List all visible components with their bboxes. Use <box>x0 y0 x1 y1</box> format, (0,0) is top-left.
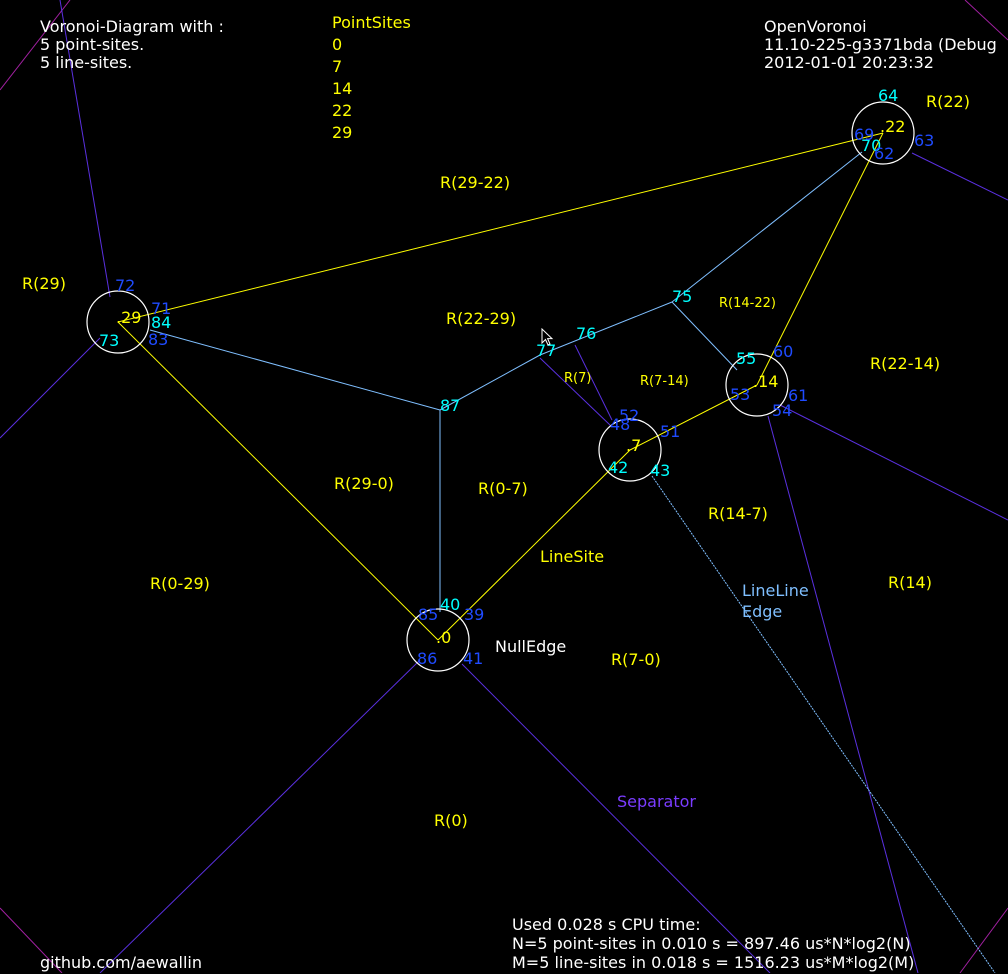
site-label-29: .29 <box>116 308 141 327</box>
timing-info: Used 0.028 s CPU time: N=5 point-sites i… <box>512 914 1008 974</box>
vertex-label: 39 <box>464 605 484 624</box>
vertex-label: 84 <box>151 313 171 332</box>
vertex-label: 86 <box>417 649 437 668</box>
site-circle-22[interactable] <box>851 101 915 165</box>
vertex-label: 77 <box>536 341 556 360</box>
region-labels: R(29-22) R(29) R(22-29) R(7) R(7-14) R(1… <box>22 92 970 830</box>
line-line-edges <box>149 151 996 973</box>
region-label: R(29) <box>22 274 66 293</box>
vertex-label: 54 <box>772 401 792 420</box>
site-label-14: .14 <box>753 372 778 391</box>
vertex-label: 73 <box>99 331 119 350</box>
site-labels: .0 .7 .14 .22 .29 <box>116 117 905 647</box>
site-circles <box>86 101 915 672</box>
point-sites-title: PointSites <box>332 13 411 32</box>
line-line-edge-label: LineLine <box>742 581 809 600</box>
vertex-label: 69 <box>854 125 874 144</box>
version-info: OpenVoronoi 11.10-225-g3371bda (Debug 20… <box>764 16 1008 74</box>
vertex-label: 63 <box>914 131 934 150</box>
vertex-labels-cyan: 64 70 84 73 87 77 76 75 55 42 43 40 <box>99 86 898 614</box>
site-label-0: .0 <box>436 628 451 647</box>
vertex-label: 48 <box>610 415 630 434</box>
site-label-22: .22 <box>880 117 905 136</box>
vertex-label: 83 <box>148 330 168 349</box>
vertex-label: 70 <box>861 136 881 155</box>
region-label: R(14-7) <box>708 504 768 523</box>
vertex-label: 51 <box>660 422 680 441</box>
line-site-label: LineSite <box>540 547 604 566</box>
vertex-label: 40 <box>440 595 460 614</box>
version-string: 11.10-225-g3371bda (Debug <box>764 35 997 54</box>
vertex-label: 85 <box>418 605 438 624</box>
vertex-label: 60 <box>773 342 793 361</box>
region-label: R(29-22) <box>440 173 510 192</box>
mouse-cursor-icon <box>541 328 554 346</box>
site-circle-29[interactable] <box>86 290 150 354</box>
region-label: R(22-29) <box>446 309 516 328</box>
point-site-item: 14 <box>332 79 353 98</box>
vertex-label: 53 <box>730 385 750 404</box>
site-circle-14[interactable] <box>725 353 789 417</box>
region-label: R(14) <box>888 573 932 592</box>
vertex-label: 76 <box>576 324 596 343</box>
vertex-label: 41 <box>463 649 483 668</box>
point-site-item: 0 <box>332 35 343 54</box>
vertex-label: 72 <box>115 276 135 295</box>
vertex-label: 43 <box>650 461 670 480</box>
region-label: R(0-7) <box>478 479 528 498</box>
vertex-label: 71 <box>151 299 171 318</box>
region-label: R(7-0) <box>611 650 661 669</box>
vertex-label: 61 <box>788 386 808 405</box>
region-label: R(22-14) <box>870 354 940 373</box>
cpu-time: Used 0.028 s CPU time: <box>512 915 701 934</box>
line-line-edge-label: Edge <box>742 602 782 621</box>
vertex-label: 64 <box>878 86 898 105</box>
vertex-labels-blue: 69 62 63 72 71 83 60 53 61 54 52 48 51 8… <box>115 125 934 668</box>
region-label: R(0-29) <box>150 574 210 593</box>
vertex-label: 55 <box>736 349 756 368</box>
region-label: R(29-0) <box>334 474 394 493</box>
edge-type-labels: LineSite NullEdge LineLine Edge Separato… <box>495 547 809 811</box>
region-label: R(14-22) <box>719 296 776 311</box>
header-info: Voronoi-Diagram with : 5 point-sites. 5 … <box>40 16 224 74</box>
line-site-timing: M=5 line-sites in 0.018 s = 1516.23 us*M… <box>512 953 915 972</box>
line-site-count: 5 line-sites. <box>40 53 133 72</box>
line-sites <box>117 132 884 641</box>
site-label-7: .7 <box>626 436 641 455</box>
point-site-timing: N=5 point-sites in 0.010 s = 897.46 us*N… <box>512 934 911 953</box>
null-edge-label: NullEdge <box>495 637 566 656</box>
region-label: R(7) <box>564 371 591 386</box>
region-label: R(0) <box>434 811 468 830</box>
point-site-count: 5 point-sites. <box>40 35 145 54</box>
vertex-label: 75 <box>672 287 692 306</box>
build-timestamp: 2012-01-01 20:23:32 <box>764 53 934 72</box>
point-site-item: 7 <box>332 57 343 76</box>
site-circle-0[interactable] <box>406 608 470 672</box>
region-label: R(7-14) <box>640 374 689 389</box>
point-sites-panel: PointSites 0 7 14 22 29 <box>332 12 411 144</box>
region-label: R(22) <box>926 92 970 111</box>
diagram-summary-title: Voronoi-Diagram with : <box>40 17 224 36</box>
point-site-item: 22 <box>332 101 353 120</box>
vertex-label: 62 <box>874 144 894 163</box>
app-name: OpenVoronoi <box>764 17 867 36</box>
point-site-item: 29 <box>332 123 353 142</box>
repo-link[interactable]: github.com/aewallin <box>40 953 202 972</box>
vertex-label: 87 <box>440 396 460 415</box>
separator-label: Separator <box>617 792 696 811</box>
vertex-label: 52 <box>619 406 639 425</box>
site-circle-7[interactable] <box>598 418 662 482</box>
vertex-label: 42 <box>608 458 628 477</box>
